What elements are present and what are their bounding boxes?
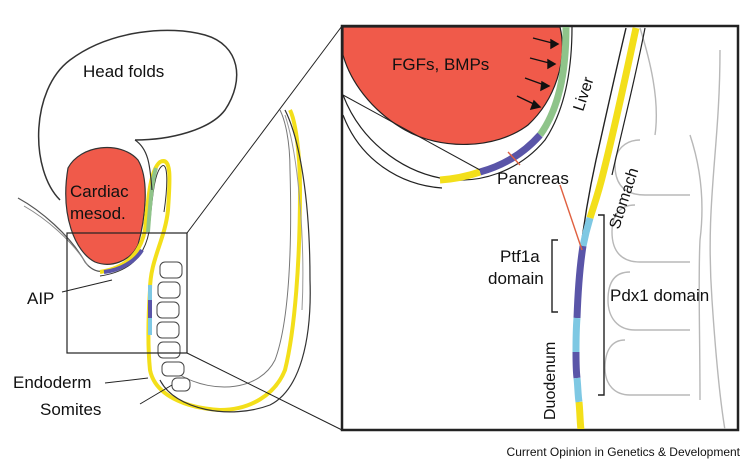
label-somites: Somites <box>40 400 101 419</box>
zoom-connector-bottom <box>187 353 342 430</box>
label-ptf1a: Ptf1a <box>500 247 540 266</box>
label-pdx1: Pdx1 domain <box>610 286 709 305</box>
somites-small <box>157 262 190 391</box>
endoderm-leader <box>105 378 148 383</box>
label-cardiac: Cardiac <box>70 182 129 201</box>
pdx1-light-mid <box>576 318 577 352</box>
label-mesod: mesod. <box>70 204 126 223</box>
label-pancreas: Pancreas <box>497 169 569 188</box>
label-ptf1a-domain: domain <box>488 269 544 288</box>
embryo-overview: Head folds Cardiac mesod. AIP Endoderm S… <box>13 26 342 430</box>
label-endoderm: Endoderm <box>13 373 91 392</box>
label-duodenum: Duodenum <box>542 342 559 420</box>
label-aip: AIP <box>27 289 54 308</box>
pdx1-light-lower <box>577 378 579 402</box>
aip-leader <box>62 280 112 292</box>
zoom-connector-top <box>187 26 342 233</box>
label-head-folds: Head folds <box>83 62 164 81</box>
neural-tube-line <box>180 110 291 387</box>
zoomed-panel: FGFs, BMPs Liver Pancreas Stomach Ptf1a … <box>342 26 738 430</box>
endoderm-yellow-lower <box>579 402 581 430</box>
figure-credit: Current Opinion in Genetics & Developmen… <box>507 445 741 459</box>
label-signals: FGFs, BMPs <box>392 55 489 74</box>
pancreas-ventral-domain <box>576 352 577 378</box>
liver-domain-small <box>148 168 156 232</box>
